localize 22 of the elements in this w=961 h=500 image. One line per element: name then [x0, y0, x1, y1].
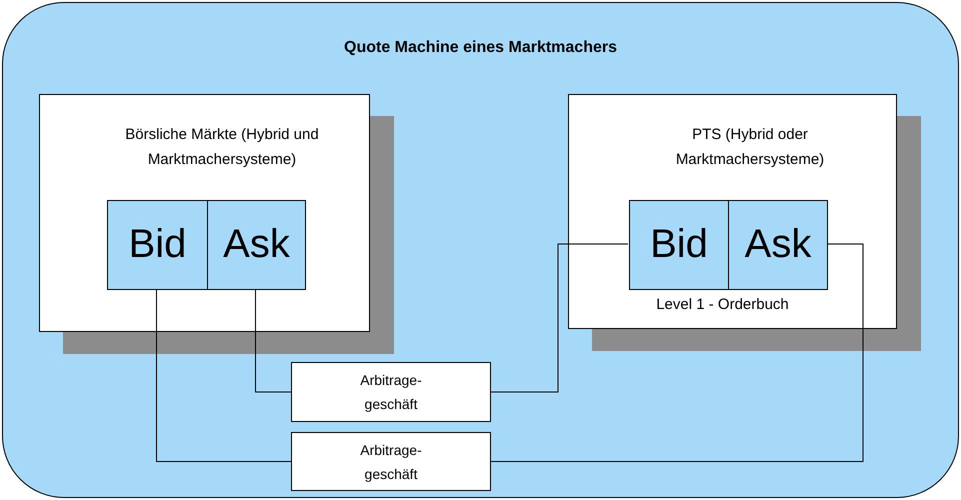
orderbook-caption: Level 1 - Orderbuch: [655, 296, 790, 313]
process-label: Arbitrage- geschäft: [359, 441, 423, 484]
quote-box: [207, 200, 306, 290]
connector-line: [156, 288, 292, 462]
quote-box: [728, 200, 828, 290]
connector-line: [255, 288, 292, 392]
quote-label: Ask: [222, 221, 291, 268]
connector-line: [490, 244, 864, 462]
quote-label: Bid: [128, 221, 188, 268]
process-label: Arbitrage- geschäft: [359, 371, 423, 414]
connector-line: [490, 244, 628, 392]
panel-heading: Quote Machine eines Marktmachers: [343, 39, 618, 57]
market-box: [39, 94, 370, 332]
process-box: [291, 362, 491, 422]
process-box: [291, 432, 491, 491]
market-title: Börsliche Märkte (Hybrid und Marktmachersysteme): [125, 125, 319, 170]
quote-label: Ask: [744, 221, 812, 268]
market-box: [568, 94, 897, 329]
quote-label: Bid: [649, 221, 709, 268]
market-title: PTS (Hybrid oder Marktmachersysteme): [674, 125, 826, 170]
quote-box: [629, 200, 729, 290]
quote-box: [107, 200, 208, 290]
